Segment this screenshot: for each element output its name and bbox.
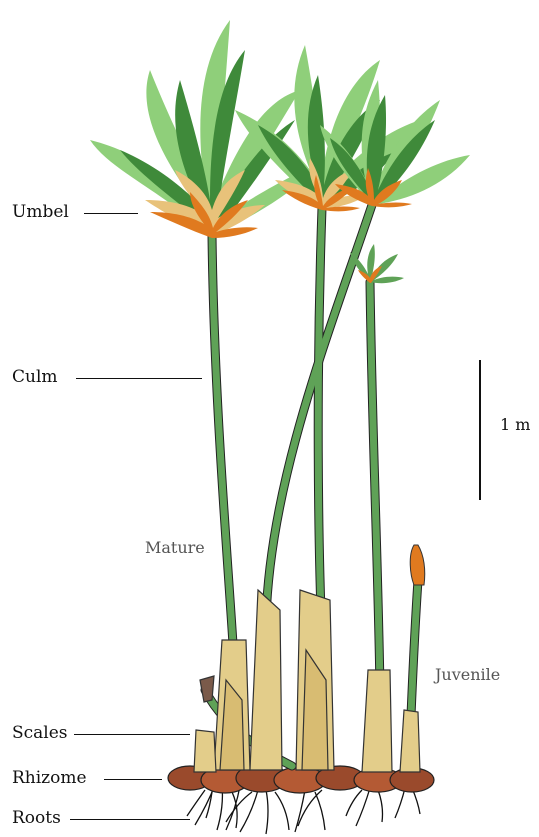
- label-scales: Scales: [12, 725, 68, 742]
- umbel-left: [90, 20, 320, 238]
- label-culm: Culm: [12, 369, 58, 386]
- label-umbel: Umbel: [12, 204, 69, 221]
- umbel-leader-line: [84, 213, 138, 214]
- juvenile-shoot-tip: [410, 545, 425, 585]
- scales-leader-line: [74, 734, 190, 735]
- rhizome-leader-line: [104, 779, 162, 780]
- label-rhizome: Rhizome: [12, 770, 87, 787]
- annotation-juvenile: Juvenile: [435, 667, 500, 683]
- annotation-mature: Mature: [145, 540, 205, 556]
- roots-leader-line: [70, 819, 190, 820]
- scale-bar: [479, 360, 481, 500]
- scale-bar-label: 1 m: [500, 417, 530, 433]
- umbels: [90, 20, 470, 283]
- label-roots: Roots: [12, 810, 61, 827]
- culm-leader-line: [76, 378, 202, 379]
